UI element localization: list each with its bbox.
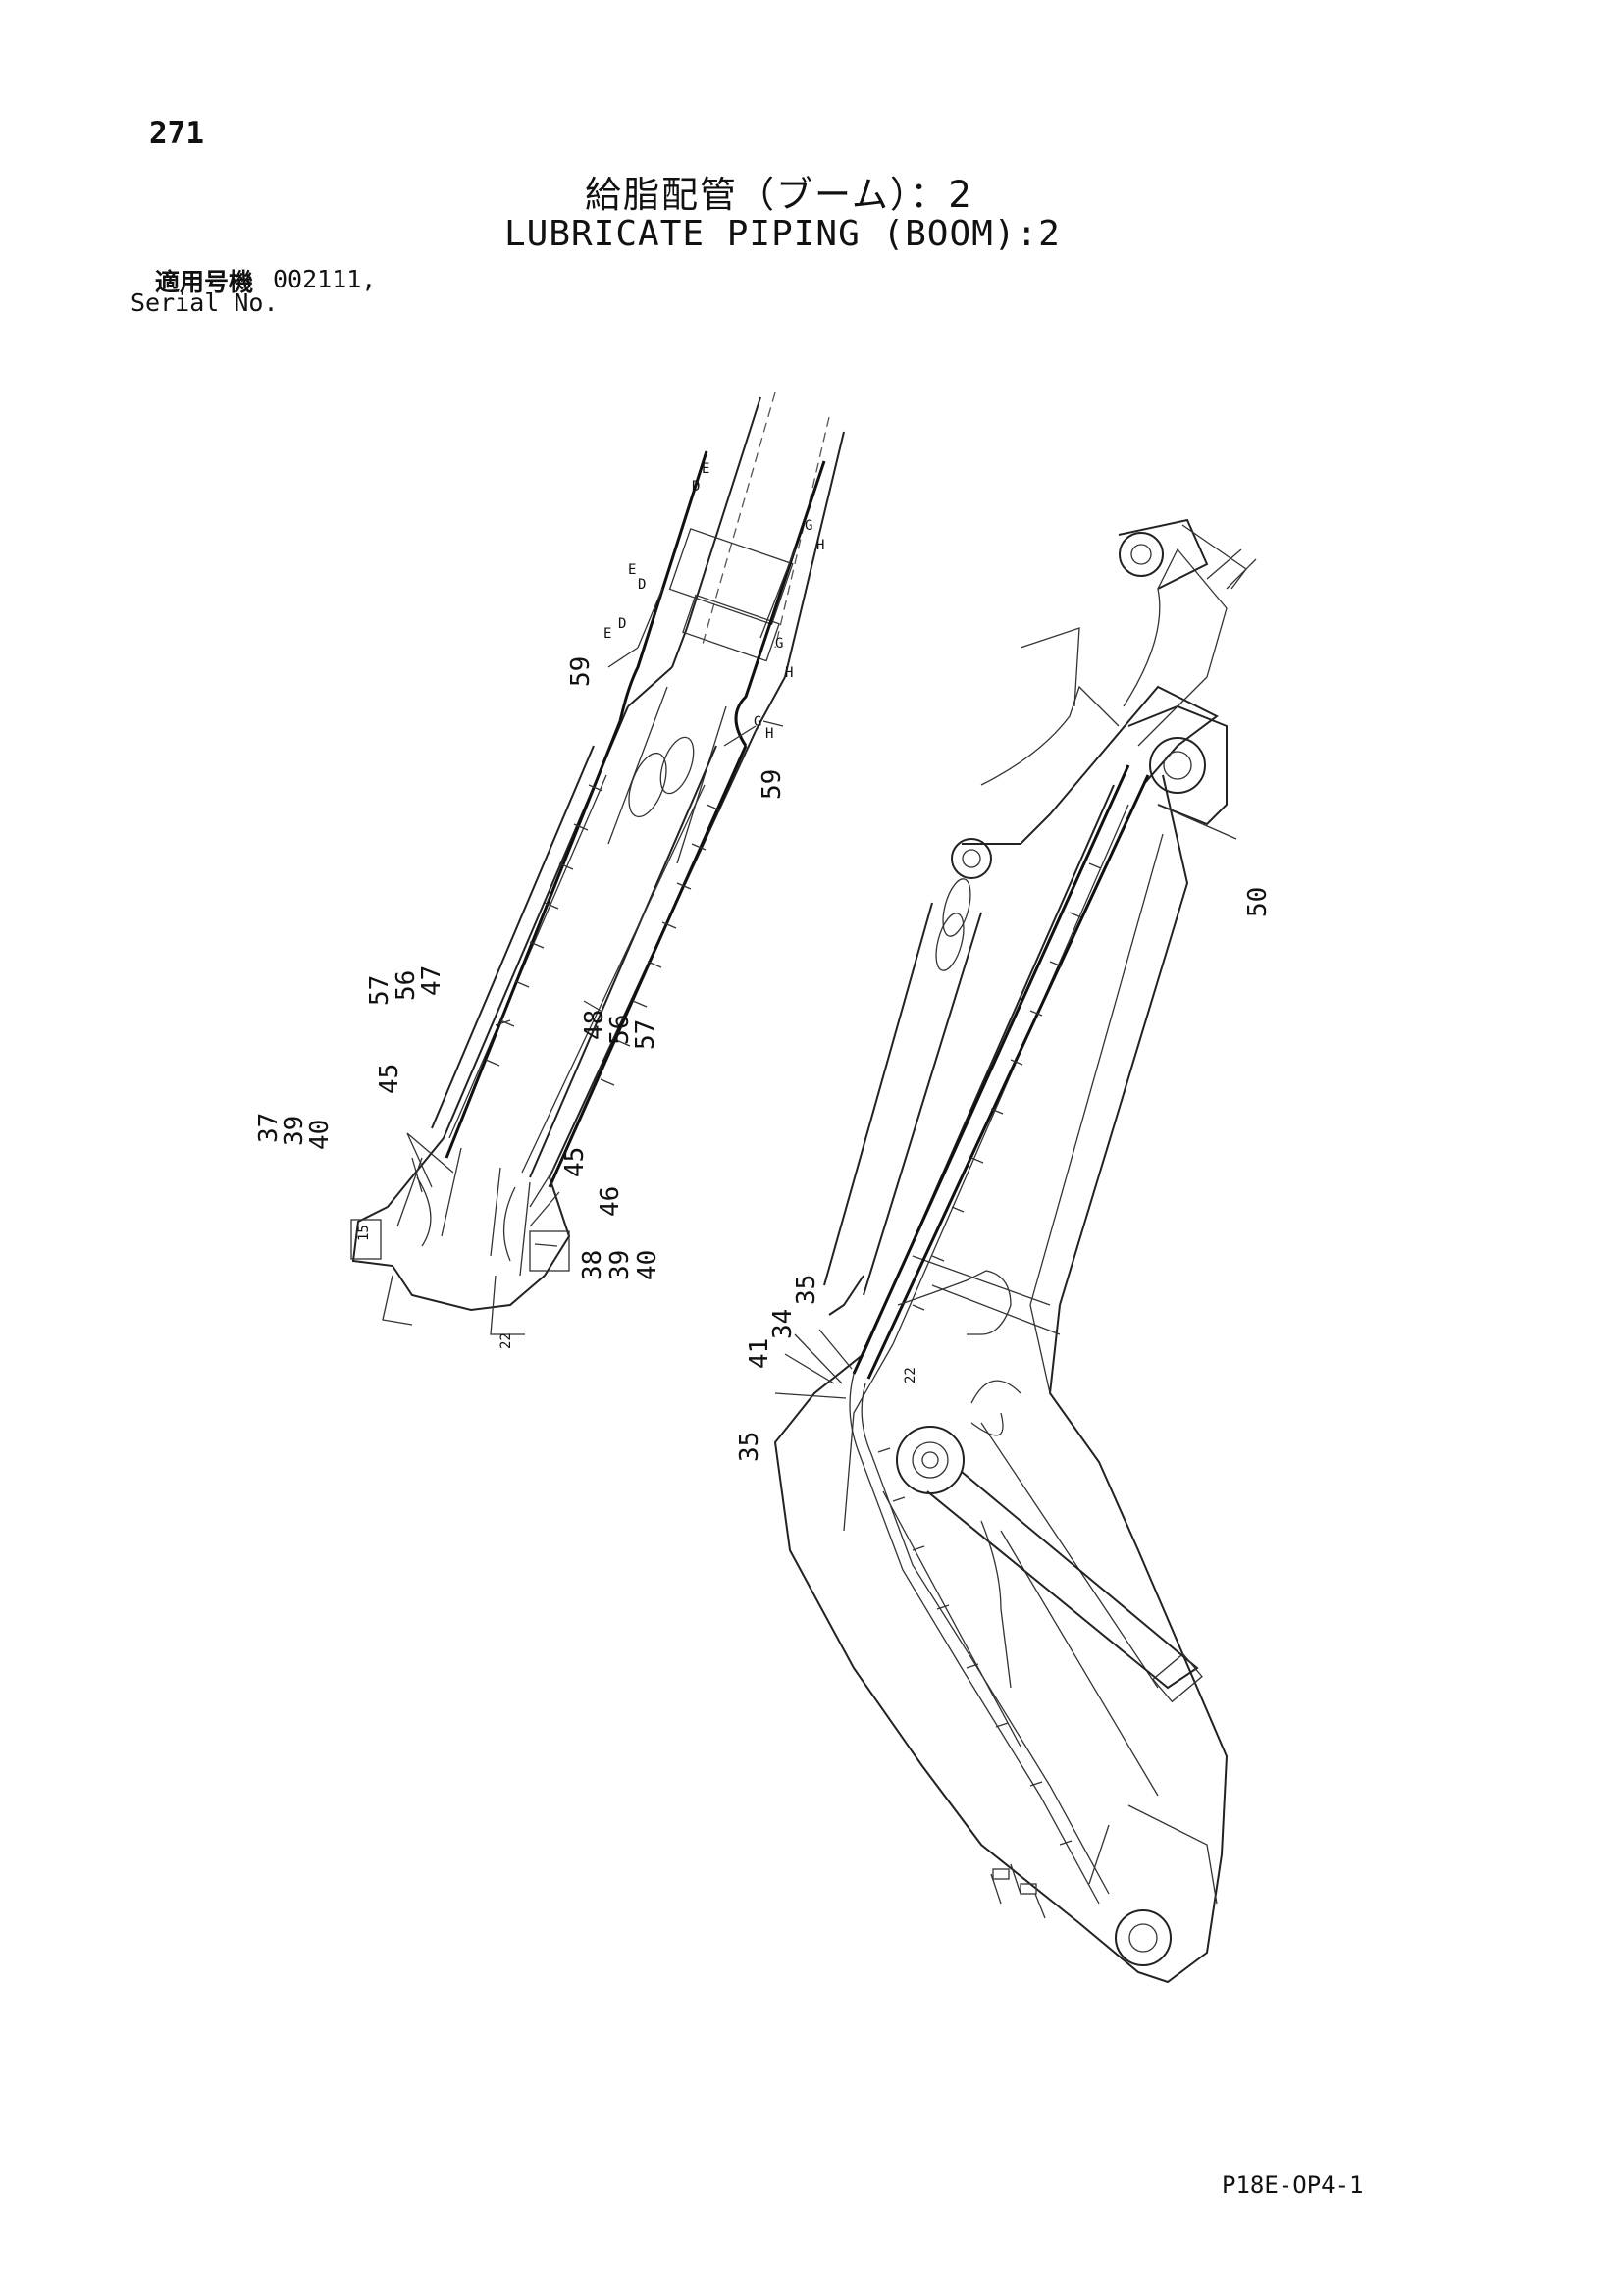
callout-40: 40 <box>305 1120 335 1150</box>
callout-35: 35 <box>735 1432 764 1462</box>
serial-label-japanese: 適用号機 <box>155 268 254 296</box>
callout-37: 37 <box>254 1113 284 1143</box>
serial-label-english: Serial No. <box>131 288 279 317</box>
connector-e: E <box>603 626 611 642</box>
callout-57: 57 <box>365 975 394 1006</box>
title-japanese: 給脂配管（ブーム）：2 <box>585 174 973 216</box>
callout-46: 46 <box>596 1186 625 1217</box>
connector-g: G <box>754 714 761 730</box>
connector-e: E <box>702 461 709 477</box>
connector-h: H <box>816 538 824 553</box>
callout-38: 38 <box>578 1250 607 1280</box>
callout-41: 41 <box>745 1338 774 1369</box>
callouts-right-view: 50 35 34 41 35 22 <box>735 887 1273 1462</box>
callout-34: 34 <box>768 1309 798 1339</box>
connector-g: G <box>805 518 812 534</box>
connector-d: D <box>692 479 700 495</box>
boom-top-view <box>350 391 845 1335</box>
callout-45: 45 <box>560 1147 590 1177</box>
callout-35: 35 <box>792 1275 821 1305</box>
connector-d: D <box>638 577 646 593</box>
callout-59: 59 <box>566 656 596 687</box>
callout-47: 47 <box>417 965 446 996</box>
callout-48: 48 <box>580 1010 609 1040</box>
callout-50: 50 <box>1243 887 1273 917</box>
callout-40: 40 <box>633 1250 662 1280</box>
connector-e: E <box>628 562 636 578</box>
callout-22: 22 <box>498 1332 514 1349</box>
callouts-left-view: 59 59 57 56 47 48 56 57 37 39 40 45 45 4… <box>254 656 787 1349</box>
callout-39: 39 <box>280 1116 309 1146</box>
callout-57: 57 <box>631 1019 660 1050</box>
page-number: 271 <box>149 116 204 151</box>
callout-59: 59 <box>758 769 787 800</box>
callout-15: 15 <box>356 1225 372 1241</box>
document-code: P18E-OP4-1 <box>1222 2171 1364 2199</box>
callout-22: 22 <box>903 1367 918 1383</box>
serial-number-value: 002111, <box>273 265 377 293</box>
callout-45: 45 <box>375 1064 404 1094</box>
connector-g: G <box>775 636 783 652</box>
boom-side-view <box>773 518 1257 1984</box>
callout-56: 56 <box>605 1015 635 1045</box>
connector-letters: D E D E D E G H G H G H <box>603 461 824 742</box>
callout-39: 39 <box>605 1250 635 1280</box>
connector-d: D <box>618 616 626 632</box>
title-english: LUBRICATE PIPING (BOOM):2 <box>504 214 1061 254</box>
connector-h: H <box>765 726 773 742</box>
callout-56: 56 <box>392 970 421 1001</box>
connector-h: H <box>785 665 793 681</box>
